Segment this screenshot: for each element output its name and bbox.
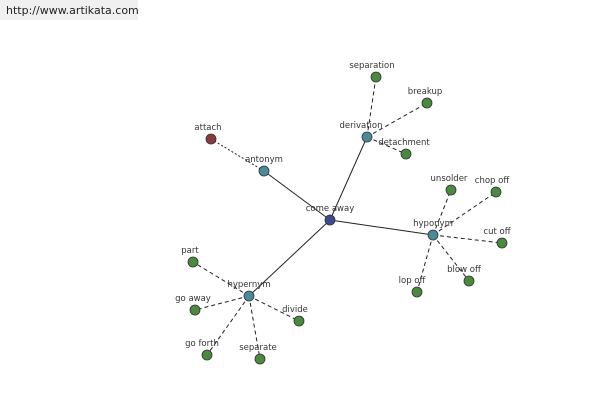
node-label-go-away: go away bbox=[175, 294, 211, 304]
node-divide[interactable]: divide bbox=[282, 305, 308, 327]
node-circle-attach[interactable] bbox=[205, 133, 217, 145]
node-label-unsolder: unsolder bbox=[431, 174, 468, 184]
node-chop-off[interactable]: chop off bbox=[475, 176, 511, 198]
node-circle-lop-off[interactable] bbox=[411, 286, 423, 298]
edge-come-away-to-derivation bbox=[329, 136, 368, 221]
node-label-breakup: breakup bbox=[408, 87, 443, 97]
node-circle-cut-off[interactable] bbox=[496, 237, 508, 249]
node-circle-antonym[interactable] bbox=[258, 165, 270, 177]
node-label-antonym: antonym bbox=[245, 155, 283, 165]
node-circle-separation[interactable] bbox=[370, 71, 382, 83]
node-circle-derivation[interactable] bbox=[361, 131, 373, 143]
source-url: http://www.artikata.com bbox=[0, 0, 139, 20]
edge-come-away-to-hypernym bbox=[248, 219, 331, 297]
node-circle-go-forth[interactable] bbox=[201, 349, 213, 361]
node-label-chop-off: chop off bbox=[475, 176, 511, 186]
node-circle-breakup[interactable] bbox=[421, 97, 433, 109]
node-come-away[interactable]: come away bbox=[306, 204, 355, 226]
edges-layer bbox=[192, 76, 503, 360]
node-circle-unsolder[interactable] bbox=[445, 184, 457, 196]
node-label-detachment: detachment bbox=[378, 138, 430, 148]
edge-hypernym-to-divide bbox=[248, 295, 300, 322]
node-label-blow-off: blow off bbox=[447, 265, 482, 275]
node-label-separate: separate bbox=[239, 343, 277, 353]
node-label-come-away: come away bbox=[306, 204, 355, 214]
node-separate[interactable]: separate bbox=[239, 343, 277, 365]
edge-hyponym-to-unsolder bbox=[432, 189, 452, 236]
edge-hyponym-to-lop-off bbox=[416, 234, 434, 293]
node-unsolder[interactable]: unsolder bbox=[431, 174, 468, 196]
node-label-derivation: derivation bbox=[339, 121, 382, 131]
edge-come-away-to-antonym bbox=[263, 170, 331, 221]
node-detachment[interactable]: detachment bbox=[378, 138, 430, 160]
node-circle-go-away[interactable] bbox=[189, 304, 201, 316]
node-lop-off[interactable]: lop off bbox=[399, 276, 427, 298]
edge-come-away-to-hyponym bbox=[329, 219, 434, 236]
edge-derivation-to-breakup bbox=[366, 102, 428, 138]
edge-hyponym-to-blow-off bbox=[432, 234, 470, 282]
edge-hypernym-to-go-away bbox=[194, 295, 250, 311]
node-go-forth[interactable]: go forth bbox=[185, 339, 219, 361]
node-cut-off[interactable]: cut off bbox=[483, 227, 512, 249]
edge-hyponym-to-chop-off bbox=[432, 191, 497, 236]
node-label-divide: divide bbox=[282, 305, 308, 315]
node-circle-hyponym[interactable] bbox=[427, 229, 439, 241]
edge-derivation-to-separation bbox=[366, 76, 377, 138]
node-circle-separate[interactable] bbox=[254, 353, 266, 365]
node-circle-part[interactable] bbox=[187, 256, 199, 268]
node-circle-chop-off[interactable] bbox=[490, 186, 502, 198]
node-part[interactable]: part bbox=[181, 246, 199, 268]
node-label-part: part bbox=[181, 246, 199, 256]
node-hyponym[interactable]: hyponym bbox=[413, 219, 453, 241]
edge-hypernym-to-separate bbox=[248, 295, 261, 360]
node-circle-blow-off[interactable] bbox=[463, 275, 475, 287]
node-go-away[interactable]: go away bbox=[175, 294, 211, 316]
node-label-lop-off: lop off bbox=[399, 276, 427, 286]
node-separation[interactable]: separation bbox=[349, 61, 395, 83]
edge-hypernym-to-part bbox=[192, 261, 250, 297]
node-breakup[interactable]: breakup bbox=[408, 87, 443, 109]
node-label-hypernym: hypernym bbox=[227, 280, 270, 290]
node-blow-off[interactable]: blow off bbox=[447, 265, 482, 287]
node-label-separation: separation bbox=[349, 61, 394, 71]
node-label-hyponym: hyponym bbox=[413, 219, 453, 229]
node-label-cut-off: cut off bbox=[483, 227, 511, 237]
edge-derivation-to-detachment bbox=[366, 136, 407, 155]
node-derivation[interactable]: derivation bbox=[339, 121, 383, 143]
node-label-go-forth: go forth bbox=[185, 339, 219, 349]
node-circle-divide[interactable] bbox=[293, 315, 305, 327]
node-antonym[interactable]: antonym bbox=[245, 155, 283, 177]
edge-hyponym-to-cut-off bbox=[432, 234, 503, 244]
node-circle-come-away[interactable] bbox=[324, 214, 336, 226]
node-hypernym[interactable]: hypernym bbox=[227, 280, 271, 302]
node-circle-detachment[interactable] bbox=[400, 148, 412, 160]
edge-hypernym-to-go-forth bbox=[206, 295, 250, 356]
node-label-attach: attach bbox=[194, 123, 221, 133]
nodes-layer: come away antonym derivation hyponym hyperny… bbox=[175, 61, 512, 365]
node-attach[interactable]: attach bbox=[194, 123, 222, 145]
node-circle-hypernym[interactable] bbox=[243, 290, 255, 302]
